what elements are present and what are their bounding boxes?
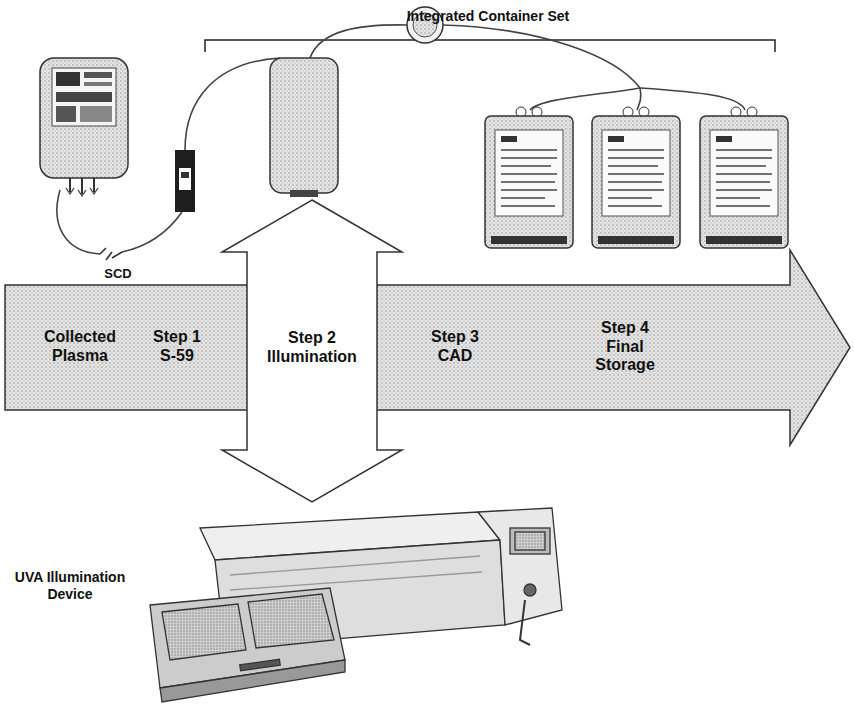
- plasma-bag: [84, 72, 112, 78]
- storage-bags: [706, 236, 782, 244]
- tubing: [530, 88, 640, 110]
- uva-device: [248, 594, 334, 648]
- uva-device: [510, 528, 550, 554]
- bracket: [205, 40, 775, 52]
- storage-bags: [716, 150, 772, 206]
- step-double-arrow: Step 2 Illumination: [222, 200, 402, 502]
- tubing: [185, 58, 280, 150]
- step-label: Collected Plasma: [33, 328, 128, 366]
- storage-bags: [592, 107, 680, 248]
- inline-device: [179, 168, 191, 190]
- outline-shape: [5, 250, 850, 445]
- storage-bags: [495, 130, 563, 216]
- step-label: Step 1 S-59: [145, 328, 209, 366]
- storage-bags: [608, 136, 624, 142]
- storage-bags: [485, 107, 788, 248]
- plasma-bag: [52, 68, 116, 126]
- inline-device: [181, 172, 189, 178]
- storage-bags: [700, 116, 788, 248]
- text-slot: Step 4 Final Storage: [585, 319, 665, 376]
- inline-device: [175, 150, 195, 212]
- illumination-bag: [270, 58, 338, 193]
- storage-bags: [608, 150, 664, 206]
- tubing: [310, 25, 407, 58]
- storage-bags: [608, 150, 664, 206]
- plasma-bag: [40, 58, 128, 196]
- tubing: [57, 25, 745, 254]
- text-slot: Step 2 Illumination: [253, 329, 371, 367]
- storage-bags: [485, 107, 573, 248]
- scd-weld: [100, 248, 122, 260]
- plasma-bag: [56, 72, 80, 86]
- storage-bags: [485, 116, 573, 248]
- tubing: [637, 88, 641, 110]
- uva-device: [215, 540, 505, 648]
- illumination-bag: [290, 190, 318, 197]
- storage-bags: [592, 116, 680, 248]
- storage-bags: [716, 150, 772, 206]
- outline-shape: [222, 200, 402, 502]
- node-outline: [5, 250, 850, 445]
- storage-bags: [602, 130, 670, 216]
- part-label: SCD: [93, 266, 143, 282]
- plasma-bag: [56, 92, 112, 102]
- step-label: Step 3 CAD: [422, 328, 488, 366]
- part-label: UVA Illumination Device: [4, 569, 136, 603]
- storage-bags: [700, 107, 788, 248]
- group-label: Integrated Container Set: [348, 8, 628, 25]
- storage-bags: [501, 150, 557, 206]
- tubing: [57, 190, 100, 254]
- uva-device: [162, 604, 246, 660]
- storage-bags: [598, 236, 674, 244]
- uva-device: [160, 660, 345, 702]
- text-slot: Step 3 CAD: [422, 328, 488, 366]
- plasma-bag: [70, 178, 94, 194]
- uva-device: [240, 659, 280, 671]
- storage-bags: [501, 136, 517, 142]
- uva-device: [524, 584, 536, 596]
- text-slot: Step 1 S-59: [145, 328, 209, 366]
- plasma-bag: [66, 188, 98, 196]
- process-arrow: Collected Plasma Step 1 S-59 Step 3 CAD Ste…: [5, 250, 850, 445]
- storage-bags: [491, 236, 567, 244]
- uva-device: [230, 556, 482, 590]
- text-slot: Collected Plasma: [33, 328, 128, 366]
- plasma-bag: [84, 82, 112, 86]
- plasma-bag: [56, 106, 76, 122]
- tubing: [443, 25, 640, 88]
- bracket: [205, 40, 775, 52]
- storage-bags: [710, 130, 778, 216]
- step-label: Step 4 Final Storage: [585, 319, 665, 376]
- storage-bags: [501, 150, 557, 206]
- tubing: [640, 88, 745, 110]
- uva-device: [520, 600, 530, 645]
- plasma-bag: [80, 106, 112, 122]
- step-label: Step 2 Illumination: [253, 329, 371, 367]
- scd-weld: [100, 248, 122, 260]
- uva-device: [478, 508, 562, 625]
- storage-bags: [716, 136, 732, 142]
- tubing: [122, 212, 182, 252]
- uva-device: [150, 508, 562, 702]
- illumination-bag: [270, 58, 338, 197]
- inline-device: [175, 150, 195, 212]
- plasma-bag: [40, 58, 128, 178]
- uva-device: [515, 532, 545, 550]
